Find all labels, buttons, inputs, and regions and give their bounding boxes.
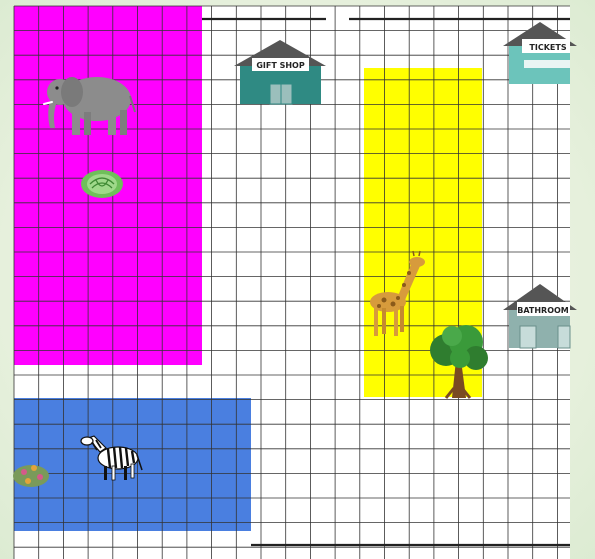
cabbage-icon [81, 170, 123, 198]
bathroom-label: BATHROOM [517, 306, 569, 315]
bathroom-door-right [558, 326, 570, 348]
bathroom-door-left [520, 326, 536, 348]
bush-icon [13, 465, 49, 487]
tickets-window [524, 60, 570, 68]
gift-shop-label: GIFT SHOP [256, 61, 305, 70]
tickets-label: TICKETS [529, 43, 566, 52]
